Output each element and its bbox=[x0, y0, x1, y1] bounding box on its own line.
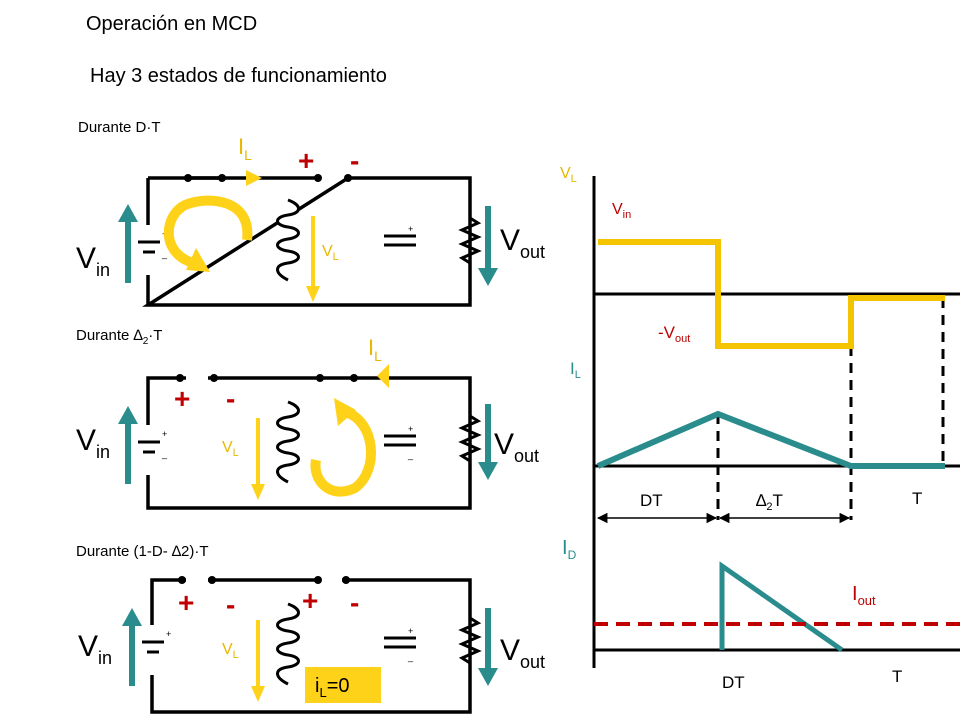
dt-label: DT bbox=[640, 491, 663, 510]
svg-text:+: + bbox=[166, 629, 171, 639]
circuit-3-battery: + bbox=[142, 625, 171, 675]
circuit-2-minus: - bbox=[226, 383, 235, 414]
delta2t-label: ∆2T bbox=[756, 491, 783, 513]
circuit-3-vout-label: Vout bbox=[500, 634, 545, 672]
state-label-2: Durante ∆2·T bbox=[76, 327, 162, 347]
circuit-3-plus-2: + bbox=[302, 585, 318, 616]
circuit-2-plus: + bbox=[174, 383, 190, 414]
circuit-3-vin-label: Vin bbox=[78, 630, 112, 668]
t-label: T bbox=[912, 489, 922, 508]
circuit-1-capacitor: + bbox=[384, 224, 416, 255]
circuit-2-resistor bbox=[458, 410, 482, 468]
waveforms: VL Vin -Vout IL DT ∆2T T ID Iout DT T bbox=[560, 165, 960, 692]
vl-axis-label: VL bbox=[560, 165, 577, 185]
il-axis-label: IL bbox=[570, 359, 581, 381]
vl-waveform bbox=[598, 239, 945, 349]
circuit-2-vl-label: VL bbox=[222, 439, 239, 459]
circuit-1-minus: - bbox=[350, 145, 359, 176]
state-label-1: Durante D·T bbox=[78, 119, 161, 136]
svg-text:_: _ bbox=[161, 249, 168, 259]
circuit-3-il-zero-label: iL=0 bbox=[315, 675, 350, 700]
circuit-1-vin-label: Vin bbox=[76, 242, 110, 280]
circuit-3-capacitor: +_ bbox=[384, 626, 416, 662]
svg-text:_: _ bbox=[407, 652, 414, 662]
circuit-1: Durante D·T +_ + bbox=[76, 119, 545, 307]
svg-text:+: + bbox=[408, 224, 413, 234]
page-subtitle: Hay 3 estados de funcionamiento bbox=[90, 65, 387, 87]
circuit-1-loop-arrow bbox=[163, 195, 253, 267]
neg-vout-level-label: -Vout bbox=[658, 323, 690, 345]
circuit-2-inductor bbox=[276, 400, 300, 484]
vin-level-label: Vin bbox=[612, 201, 631, 221]
svg-text:+: + bbox=[408, 626, 413, 636]
circuit-2: Durante ∆2·T +_ +_ IL + - VL bbox=[76, 327, 539, 510]
circuit-1-vout-label: Vout bbox=[500, 224, 545, 262]
circuit-3-resistor bbox=[458, 612, 482, 670]
circuit-1-wiring bbox=[141, 176, 472, 307]
circuit-1-inductor bbox=[276, 198, 300, 282]
circuit-3-minus-2: - bbox=[350, 587, 359, 618]
svg-text:+: + bbox=[408, 424, 413, 434]
circuit-1-vl-label: VL bbox=[322, 243, 339, 263]
circuit-2-il-label: IL bbox=[368, 335, 382, 364]
circuit-1-plus: + bbox=[298, 145, 314, 176]
circuit-3-minus-1: - bbox=[226, 589, 235, 620]
circuit-2-switch bbox=[176, 372, 358, 384]
svg-text:+: + bbox=[162, 429, 167, 439]
circuit-2-capacitor: +_ bbox=[384, 424, 416, 460]
svg-text:_: _ bbox=[407, 450, 414, 460]
circuit-3: Durante (1-D- ∆2)·T + +_ + - + - bbox=[76, 543, 545, 714]
circuit-3-switches bbox=[178, 574, 350, 586]
t-label-2: T bbox=[892, 667, 902, 686]
circuit-1-il-label: IL bbox=[238, 134, 252, 163]
circuit-2-current-arrow bbox=[377, 364, 389, 388]
circuit-2-loop-arrow bbox=[310, 407, 376, 497]
circuit-2-wiring bbox=[146, 376, 472, 510]
dt-label-2: DT bbox=[722, 673, 745, 692]
page-title: Operación en MCD bbox=[86, 13, 257, 35]
svg-text:_: _ bbox=[161, 449, 168, 459]
il-waveform bbox=[596, 410, 945, 469]
state-label-3: Durante (1-D- ∆2)·T bbox=[76, 543, 209, 560]
id-axis-label: ID bbox=[562, 537, 577, 562]
circuit-1-switch bbox=[184, 174, 352, 182]
circuit-3-plus-1: + bbox=[178, 587, 194, 618]
id-waveform bbox=[719, 561, 844, 653]
circuit-3-inductor bbox=[276, 602, 300, 686]
circuit-1-battery: +_ bbox=[138, 225, 168, 275]
iout-label: Iout bbox=[852, 583, 876, 608]
circuit-2-vin-label: Vin bbox=[76, 424, 110, 462]
circuit-3-il-zero-box bbox=[305, 667, 381, 703]
circuit-1-resistor bbox=[458, 212, 482, 270]
circuit-3-vl-label: VL bbox=[222, 641, 239, 661]
circuit-2-vout-label: Vout bbox=[494, 428, 539, 466]
circuit-2-battery: +_ bbox=[138, 425, 168, 475]
circuit-1-current-arrow bbox=[246, 170, 262, 186]
